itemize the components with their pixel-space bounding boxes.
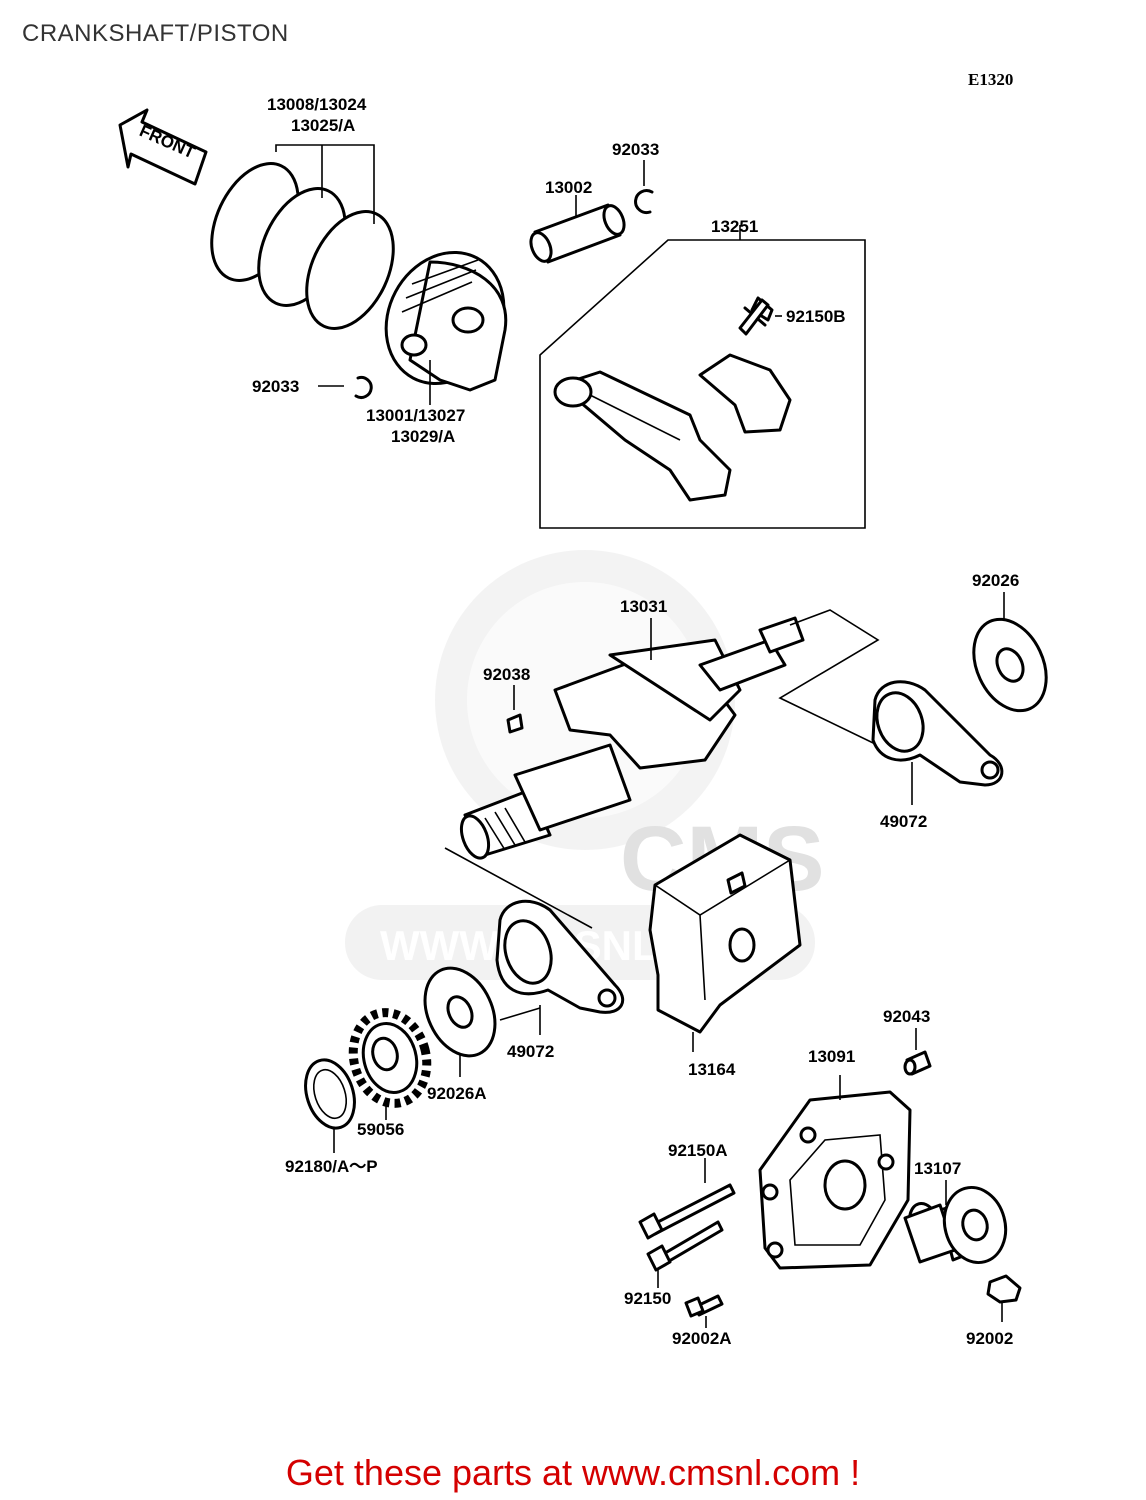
piston-rings <box>210 144 395 330</box>
rod-bolt <box>738 298 770 336</box>
cover-label: 13091 <box>808 1047 855 1066</box>
washer-left <box>423 966 497 1077</box>
balancer-block <box>648 833 802 1052</box>
long-bolt-a <box>638 1158 736 1240</box>
piston-label-1: 13001/13027 <box>366 406 465 425</box>
bolt-b-label: 92150 <box>624 1289 671 1308</box>
small-bolt-label: 92002 <box>966 1329 1013 1348</box>
piston-label-2: 13029/A <box>391 427 455 446</box>
bolt-b <box>646 1220 724 1288</box>
piston-pin <box>529 195 626 264</box>
weight-left-label: 49072 <box>507 1042 554 1061</box>
con-rod-assembly <box>539 225 866 529</box>
balancer-block-label: 13164 <box>688 1060 736 1079</box>
balancer-cover <box>758 1075 912 1270</box>
page-title: CRANKSHAFT/PISTON <box>22 20 289 47</box>
rings-label-2: 13025/A <box>291 116 355 135</box>
bolt-c-label: 92002A <box>672 1329 732 1348</box>
washer-right <box>972 592 1048 713</box>
balancer-weight-left <box>495 899 625 1035</box>
long-bolt-a-label: 92150A <box>668 1141 728 1160</box>
rod-bolt-label: 92150B <box>786 307 846 326</box>
woodruff-key <box>506 685 524 734</box>
circlip-top-label: 92033 <box>612 140 659 159</box>
piston <box>384 250 508 405</box>
dowel-pin <box>903 1028 932 1076</box>
shim <box>304 1058 356 1153</box>
guide-bushing <box>903 1180 1008 1265</box>
key-label: 92038 <box>483 665 530 684</box>
circlip-top <box>634 160 654 215</box>
balancer-gear <box>348 1008 432 1120</box>
weight-right-label: 49072 <box>880 812 927 831</box>
guide-label: 13107 <box>914 1159 961 1178</box>
shim-label: 92180/A～P <box>285 1157 378 1176</box>
washer-right-label: 92026 <box>972 571 1019 590</box>
small-bolt <box>986 1274 1022 1322</box>
rings-label-1: 13008/13024 <box>267 95 367 114</box>
circlip-left-label: 92033 <box>252 377 299 396</box>
piston-pin-label: 13002 <box>545 178 592 197</box>
bolt-c <box>684 1294 724 1328</box>
crankshaft <box>459 616 805 860</box>
washer-left-label: 92026A <box>427 1084 487 1103</box>
gear-label: 59056 <box>357 1120 404 1139</box>
diagram-code: E1320 <box>968 70 1014 89</box>
crankshaft-label: 13031 <box>620 597 667 616</box>
parts-link-cta[interactable]: Get these parts at www.cmsnl.com ! <box>285 1452 861 1493</box>
balancer-weight-right <box>871 680 1004 805</box>
con-rod-label: 13251 <box>711 217 758 236</box>
dowel-label: 92043 <box>883 1007 930 1026</box>
front-arrow-icon: FRONT <box>118 108 208 186</box>
circlip-left <box>318 375 373 399</box>
